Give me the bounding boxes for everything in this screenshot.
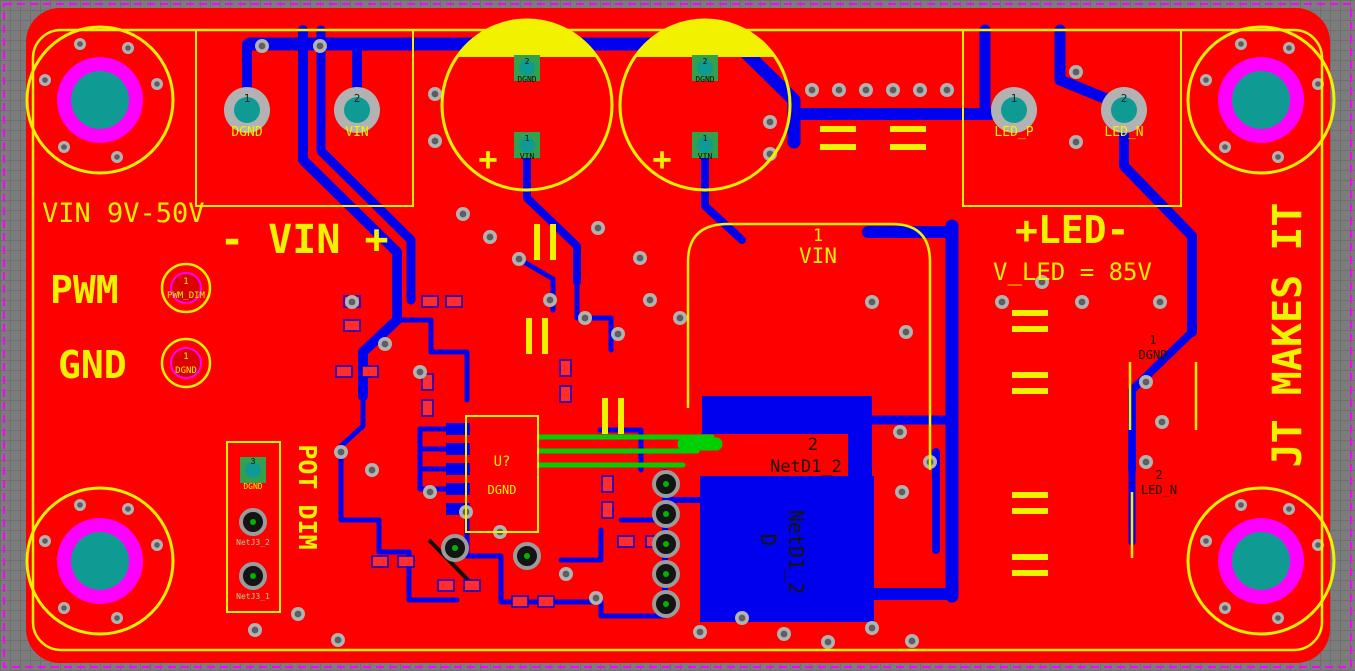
cap-polarity-fill: [635, 20, 775, 57]
net-label: DGND: [517, 75, 536, 84]
net-label: LED_P: [994, 125, 1033, 140]
pad-number: 1: [525, 134, 530, 143]
pad-number: 3: [251, 457, 256, 466]
net-label: DGND: [175, 366, 197, 376]
net-label: LED_N: [1141, 483, 1177, 497]
pad-number: 1: [1011, 92, 1018, 105]
pwm-label: PWM: [50, 268, 119, 312]
ic-net-label: DGND: [488, 483, 517, 497]
pad-number: 1: [1149, 333, 1156, 347]
led-polarity-label: +LED-: [1015, 208, 1129, 252]
cap-silkscreen-symbols: [526, 126, 1048, 576]
slot-cutout: [427, 538, 472, 584]
pad-number: 1: [813, 226, 823, 246]
gnd-label: GND: [58, 343, 127, 387]
pcb-board[interactable]: [26, 8, 1330, 663]
pad-number: 2: [354, 92, 361, 105]
testpoint-outline: [160, 262, 212, 314]
diode-copper-pour[interactable]: [700, 396, 874, 622]
highlighted-net-traces[interactable]: [537, 434, 723, 468]
vled-label: V_LED = 85V: [993, 258, 1152, 286]
right-resistors[interactable]: 1 DGND 2 LED_N: [1128, 333, 1198, 558]
net-label: DGND: [1139, 348, 1168, 362]
inductor-footprint[interactable]: 1 VIN: [686, 222, 932, 470]
ic-outline: [465, 415, 539, 533]
vin-range-label: VIN 9V-50V: [42, 198, 205, 229]
net-label: VIN: [698, 152, 713, 161]
net-label: VIN: [520, 152, 535, 161]
pad-number: 2: [703, 57, 708, 66]
net-label: LED_N: [1104, 125, 1143, 140]
pad-number: 1: [244, 92, 251, 105]
net-label: PWM_DIM: [167, 291, 206, 301]
net-label: NetJ3_1: [236, 592, 270, 601]
pot-connector-outline: [226, 441, 281, 613]
net-label: NetJ3_2: [236, 538, 270, 547]
smd-pads[interactable]: [335, 295, 663, 608]
net-label: NetD1_2: [770, 457, 842, 477]
cap-outline: [618, 18, 792, 192]
electrolytic-cap-1[interactable]: 2 DGND 1 VIN +: [440, 18, 614, 192]
electrolytic-cap-2[interactable]: 2 DGND 1 VIN +: [618, 18, 792, 192]
pad-number: 1: [183, 277, 188, 287]
pot-dim-label: POT DIM: [293, 444, 322, 549]
pad-number: 2: [1155, 468, 1162, 482]
net-label: VIN: [799, 244, 837, 268]
net-label: DGND: [231, 125, 262, 140]
diode-labels: 2 NetD1_2 D NetD1_2: [756, 435, 842, 594]
testpoint-pad[interactable]: [170, 347, 202, 379]
sheet-border: [3, 3, 1352, 668]
net-label: DGND: [695, 75, 714, 84]
branding-label: JT MAKES IT: [1265, 203, 1311, 468]
net-label: VIN: [345, 125, 368, 140]
led-connector-outline: [962, 29, 1182, 207]
pad-number: 1: [183, 352, 188, 362]
pad-number: 2: [808, 435, 818, 455]
testpoint-pad[interactable]: [170, 272, 202, 304]
cap-outline: [440, 18, 614, 192]
cap-plus-mark: +: [652, 140, 671, 178]
ic-designator: U?: [494, 454, 511, 470]
vin-polarity-label: - VIN +: [220, 217, 389, 263]
pwm-testpoint[interactable]: 1 PWM_DIM: [160, 262, 212, 314]
cap-polarity-fill: [457, 20, 597, 57]
inductor-outline: [686, 222, 932, 470]
pad-number: 2: [1121, 92, 1128, 105]
pad-number: 1: [703, 134, 708, 143]
pot-dim-connector[interactable]: 3 DGND NetJ3_2 NetJ3_1: [226, 441, 281, 613]
vin-connector[interactable]: 1 2 DGND VIN: [195, 29, 414, 207]
gnd-testpoint[interactable]: 1 DGND: [160, 337, 212, 389]
pot-pad-2[interactable]: [239, 508, 267, 536]
led-connector[interactable]: 1 2 LED_P LED_N: [962, 29, 1182, 207]
pot-pad-1[interactable]: [239, 562, 267, 590]
diode-net-label: NetD1_2: [784, 510, 808, 594]
vin-connector-outline: [195, 29, 414, 207]
testpoint-outline: [160, 337, 212, 389]
net-label: DGND: [243, 482, 262, 491]
cap-plus-mark: +: [478, 140, 497, 178]
diode-designator: D: [756, 534, 780, 547]
pad-number: 2: [525, 57, 530, 66]
ic-footprint[interactable]: U? DGND: [465, 415, 539, 533]
